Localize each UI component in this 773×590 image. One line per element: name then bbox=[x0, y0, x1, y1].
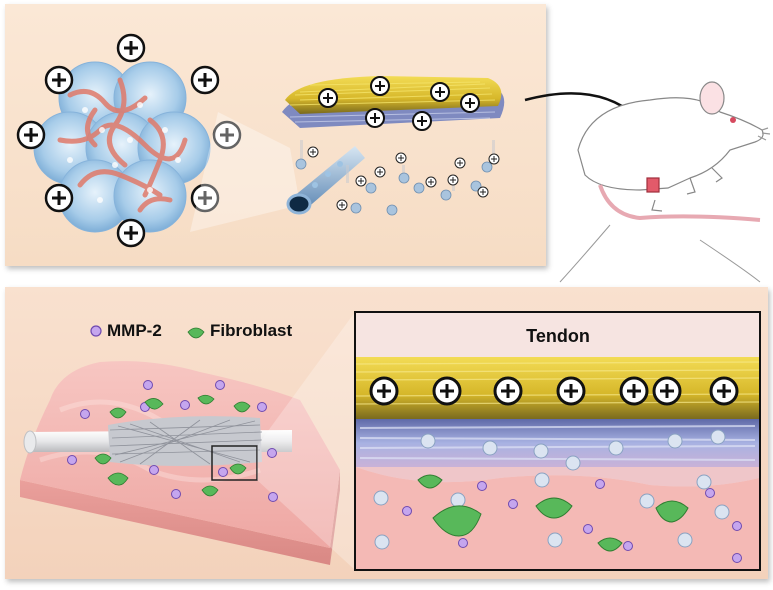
positive-charge-icon bbox=[460, 93, 480, 113]
positive-charges-membrane bbox=[318, 76, 480, 131]
positive-charge-icon bbox=[116, 33, 146, 63]
positive-charge-icon bbox=[432, 376, 462, 406]
released-particles bbox=[295, 140, 500, 216]
zoom-cone bbox=[190, 112, 300, 232]
connector-line bbox=[699, 239, 761, 283]
zoom-cone bbox=[257, 312, 355, 570]
positive-charge-icon bbox=[365, 108, 385, 128]
positive-charge-icon bbox=[652, 376, 682, 406]
positive-charge-icon bbox=[430, 82, 450, 102]
positive-charge-icon bbox=[212, 120, 242, 150]
zoom-box bbox=[211, 445, 258, 481]
positive-charge-icon bbox=[374, 166, 386, 178]
fibroblasts-inset bbox=[417, 474, 689, 552]
positive-charge-icon bbox=[412, 111, 432, 131]
positive-charge-icon bbox=[370, 76, 390, 96]
positive-charge-icon bbox=[190, 183, 220, 213]
inset-particles bbox=[373, 429, 730, 550]
mmp2-markers-tissue bbox=[67, 380, 278, 502]
positive-charge-icon bbox=[336, 199, 348, 211]
mmp2-legend-icon bbox=[90, 325, 102, 337]
fibroblast-legend-icon bbox=[187, 327, 205, 339]
connector-line bbox=[559, 224, 611, 283]
positive-charge-icon bbox=[425, 176, 437, 188]
inset-title: Tendon bbox=[526, 326, 590, 346]
positive-charge-icon bbox=[369, 376, 399, 406]
positive-charge-icon bbox=[44, 65, 74, 95]
positive-charge-icon bbox=[116, 218, 146, 248]
fibroblasts-tissue bbox=[94, 394, 251, 497]
positive-charge-icon bbox=[556, 376, 586, 406]
positive-charge-icon bbox=[493, 376, 523, 406]
legend-fibroblast-label: Fibroblast bbox=[210, 321, 293, 340]
rat-illustration bbox=[577, 81, 771, 222]
positive-charge-icon bbox=[619, 376, 649, 406]
positive-charge-icon bbox=[709, 376, 739, 406]
positive-charge-icon bbox=[16, 120, 46, 150]
positive-charge-icon bbox=[318, 88, 338, 108]
positive-charges-cluster bbox=[16, 33, 242, 248]
positive-charges-inset bbox=[369, 376, 739, 406]
mmp2-markers-inset bbox=[402, 479, 742, 563]
positive-charge-icon bbox=[454, 157, 466, 169]
positive-charge-icon bbox=[44, 183, 74, 213]
positive-charge-icon bbox=[190, 65, 220, 95]
positive-charge-icon bbox=[488, 153, 500, 165]
legend-mmp2-label: MMP-2 bbox=[107, 321, 162, 340]
positive-charge-icon bbox=[477, 186, 489, 198]
electrospun-fiber bbox=[286, 146, 365, 215]
positive-charge-icon bbox=[395, 152, 407, 164]
positive-charge-icon bbox=[355, 175, 367, 187]
fiber-sheath bbox=[108, 416, 263, 466]
tendon-inset bbox=[354, 311, 761, 571]
positive-charge-icon bbox=[307, 146, 319, 158]
positive-charge-icon bbox=[447, 174, 459, 186]
